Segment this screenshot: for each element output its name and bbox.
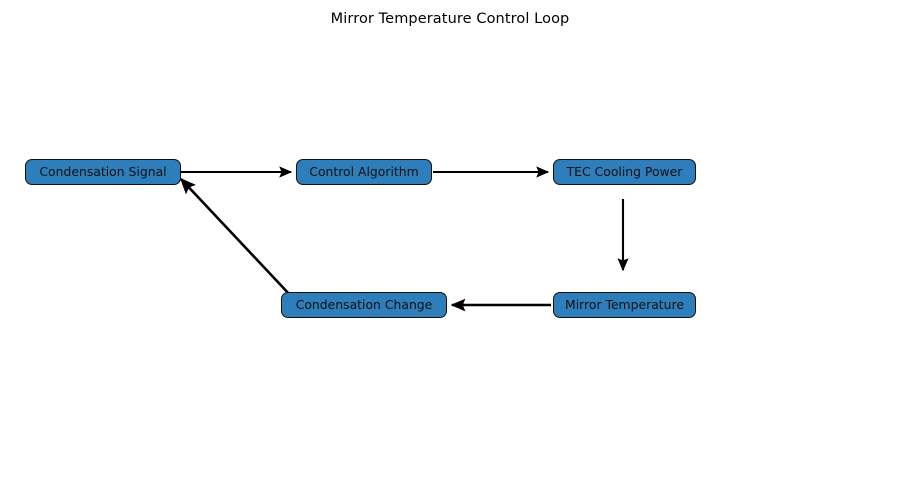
edge-change-to-signal [179,177,292,297]
node-label-mirror-temperature: Mirror Temperature [565,296,684,312]
node-control-algorithm[interactable]: Control Algorithm [296,159,432,185]
node-label-control-algorithm: Control Algorithm [309,163,419,179]
node-label-tec-cooling-power: TEC Cooling Power [566,163,683,179]
node-label-condensation-change: Condensation Change [295,296,433,312]
node-condensation-signal[interactable]: Condensation Signal [25,159,181,185]
node-tec-cooling-power[interactable]: TEC Cooling Power [553,159,696,185]
node-label-condensation-signal: Condensation Signal [39,163,167,179]
page-title: Mirror Temperature Control Loop [330,11,570,27]
node-mirror-temperature[interactable]: Mirror Temperature [553,292,696,318]
node-condensation-change[interactable]: Condensation Change [281,292,447,318]
